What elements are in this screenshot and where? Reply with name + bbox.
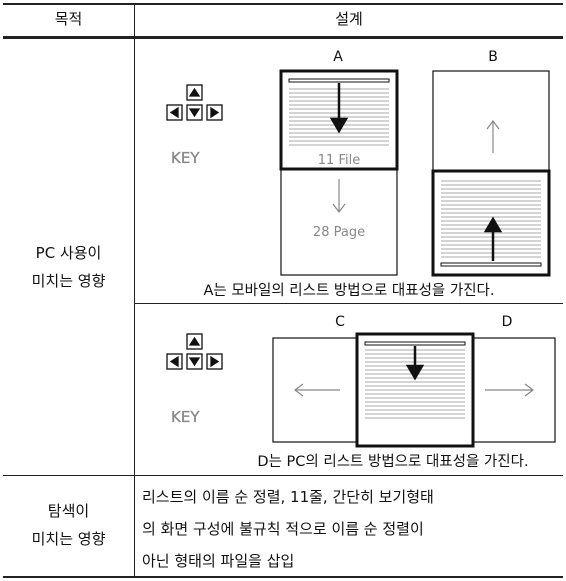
row1-purpose-line1: PC 사용이: [35, 244, 102, 262]
page-count-label: 28 Page: [313, 225, 365, 240]
header-purpose: 목적: [54, 10, 83, 28]
panel-b-outer: [432, 70, 550, 276]
header-design: 설계: [335, 10, 363, 28]
header-bottom-border: [3, 36, 563, 39]
row2-purpose-line1: 탐색이: [47, 502, 90, 520]
panel-a-down-arrow-icon: [329, 83, 349, 134]
row2-design-line1: 리스트의 이름 순 정렬, 11줄, 간단히 보기형태: [142, 488, 434, 506]
panel-cd-scrollbar: [364, 341, 466, 346]
right-key-icon: [206, 104, 223, 121]
row2-design-line3: 아닌 형태의 파일을 삽입: [142, 552, 295, 570]
panel-b-scrollbar: [440, 262, 542, 267]
row2-purpose-line2: 미치는 영향: [31, 530, 106, 548]
panel-cd-down-arrow-icon: [405, 346, 425, 381]
key-label-1: KEY: [171, 149, 200, 167]
left-arrow-icon: [294, 383, 340, 397]
row2-purpose: 탐색이 미치는 영향: [3, 497, 134, 553]
file-count-label: 11 File: [318, 153, 360, 168]
panel-b-up-arrow-icon: [486, 120, 500, 153]
panel-b-inner-up-arrow-icon: [483, 216, 503, 261]
key-label-2: KEY: [171, 408, 200, 426]
down-key-icon: [186, 104, 203, 121]
label-a: A: [333, 49, 343, 65]
key-cluster-1: [166, 84, 223, 121]
panel-cd-list-lines: [365, 349, 465, 419]
up-key-icon: [186, 84, 203, 101]
design-table: 목적 설계 PC 사용이 미치는 영향 KEY A: [3, 3, 563, 578]
diagram-c-d: KEY C D D는 PC의 리스트 방법으로 대: [166, 314, 556, 470]
up-key-icon-2: [186, 333, 203, 350]
row2-design: 리스트의 이름 순 정렬, 11줄, 간단히 보기형태 의 화면 구성에 불규칙…: [142, 481, 560, 577]
row1-purpose: PC 사용이 미치는 영향: [3, 239, 134, 295]
table-top-border: [3, 3, 563, 5]
row1-purpose-line2: 미치는 영향: [31, 272, 106, 290]
left-key-icon-2: [166, 353, 183, 370]
diagram-a-b: KEY A 11 File 28 Page B: [166, 49, 551, 299]
label-c: C: [335, 314, 345, 330]
panel-b-viewport: [431, 169, 551, 277]
column-divider: [134, 3, 135, 578]
right-key-icon-2: [206, 353, 223, 370]
left-key-icon: [166, 104, 183, 121]
key-cluster-2: [166, 333, 223, 370]
caption-d: D는 PC의 리스트 방법으로 대표성을 가진다.: [257, 453, 528, 470]
panel-a-scrollbar: [288, 78, 390, 83]
label-d: D: [502, 314, 513, 330]
down-key-icon-2: [186, 353, 203, 370]
label-b: B: [488, 49, 498, 65]
row-divider: [3, 475, 563, 476]
subrow-divider: [134, 303, 563, 304]
row2-design-line2: 의 화면 구성에 불규칙 적으로 이름 순 정렬이: [142, 520, 424, 538]
panel-a-viewport: [279, 69, 399, 171]
panel-a-outer-down-arrow-icon: [332, 179, 346, 213]
right-arrow-icon: [485, 383, 534, 397]
caption-a: A는 모바일의 리스트 방법으로 대표성을 가진다.: [203, 282, 494, 299]
table-bottom-border: [3, 576, 563, 578]
panel-b-list-lines: [441, 180, 541, 258]
